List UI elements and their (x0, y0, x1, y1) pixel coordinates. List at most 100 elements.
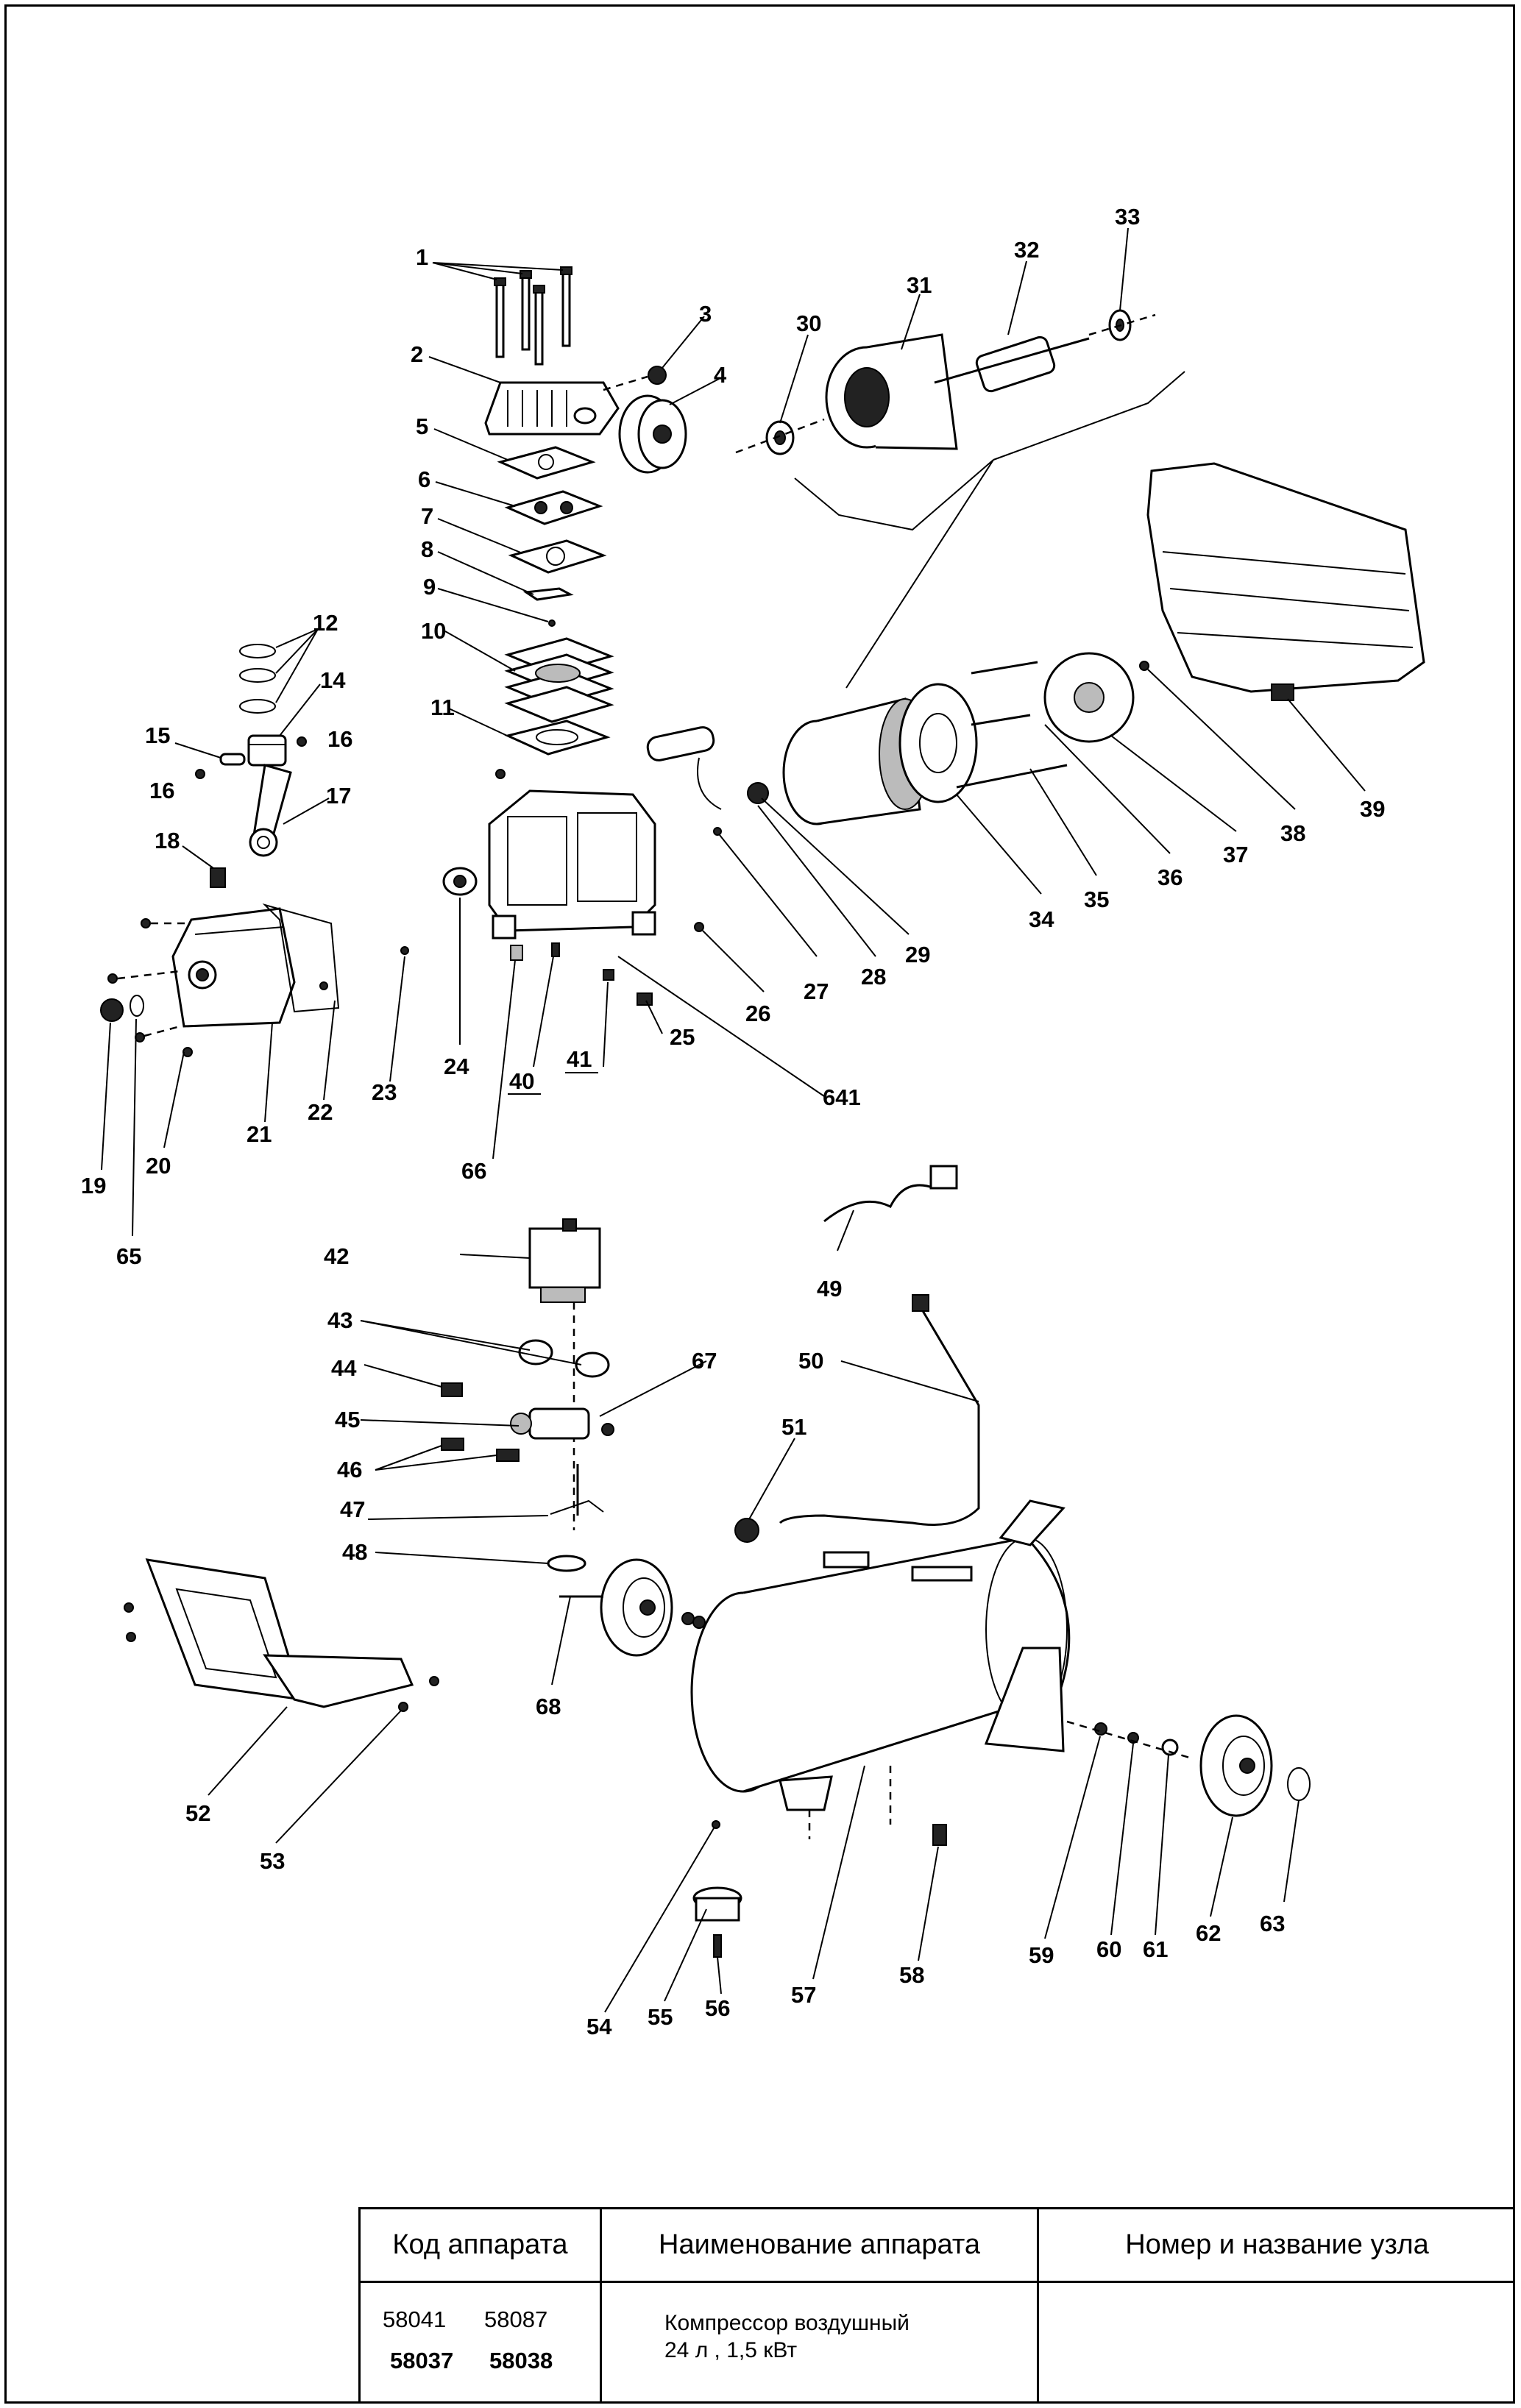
piston-pin (195, 736, 307, 779)
callout-22: 22 (308, 1099, 333, 1125)
callout-53: 53 (260, 1848, 285, 1874)
pressure-switch (528, 1218, 601, 1303)
callout-30: 30 (796, 310, 821, 336)
rear-wheel-group (1066, 1714, 1311, 1817)
wheel-fasteners-front (681, 1612, 706, 1629)
device-spec: 24 л , 1,5 кВт (664, 2338, 798, 2362)
fan (1043, 652, 1135, 743)
callout-28: 28 (861, 964, 886, 990)
callout-42: 42 (324, 1243, 349, 1269)
air-filter (618, 394, 687, 474)
cover-screws (107, 918, 193, 1057)
callout-14: 14 (320, 667, 346, 693)
callout-62: 62 (1196, 1920, 1221, 1946)
callout-25: 25 (670, 1024, 695, 1050)
piston (247, 734, 287, 767)
node-column: Номер и название узла (1039, 2209, 1515, 2404)
callout-41: 41 (567, 1046, 592, 1072)
callout-5: 5 (416, 413, 428, 439)
callout-31: 31 (907, 272, 932, 298)
bearings (735, 309, 1156, 455)
callout-50: 50 (798, 1348, 823, 1374)
callout-33: 33 (1115, 204, 1140, 230)
motor-washer (747, 782, 769, 804)
crankcase-cover (171, 907, 296, 1028)
code-58037: 58037 (390, 2348, 454, 2373)
callout-7: 7 (421, 503, 433, 529)
callout-29: 29 (905, 942, 930, 967)
callout-61: 61 (1143, 1936, 1168, 1962)
callout-37: 37 (1223, 842, 1248, 867)
callout-labels: 1 2 3 4 5 6 7 8 9 10 11 12 14 15 16 16 1… (81, 204, 1385, 2039)
tank (690, 1499, 1071, 1811)
code-58041: 58041 (383, 2306, 447, 2332)
cylinder-gasket (504, 720, 611, 756)
stator (825, 333, 958, 450)
bolts-assembly (494, 266, 572, 366)
callout-16-right: 16 (327, 726, 352, 752)
manifold (441, 1382, 614, 1516)
callout-21: 21 (247, 1121, 272, 1147)
callout-8: 8 (421, 536, 433, 562)
cylinder (504, 637, 614, 723)
callout-40: 40 (509, 1068, 534, 1094)
leader-lines (101, 227, 1366, 2013)
callout-3: 3 (699, 301, 712, 327)
tie-rods (956, 661, 1068, 789)
callout-27: 27 (804, 979, 829, 1004)
crankshaft-seal (442, 867, 478, 896)
callout-35: 35 (1084, 887, 1109, 912)
callout-1: 1 (416, 244, 428, 270)
gaskets-and-valve-plate (497, 446, 607, 627)
discharge-pipe (734, 1294, 980, 1543)
callout-49: 49 (817, 1276, 842, 1301)
drawing-sheet (4, 4, 1515, 2404)
cover-gasket (262, 903, 340, 1013)
callout-46: 46 (337, 1457, 362, 1482)
handle (124, 1558, 439, 1712)
callout-20: 20 (146, 1153, 171, 1179)
callout-11: 11 (430, 695, 455, 720)
callout-2: 2 (411, 341, 423, 367)
code-column: Код аппарата 58041 58087 58037 58038 (361, 2209, 602, 2404)
callout-45: 45 (335, 1407, 360, 1432)
node-value (1039, 2283, 1515, 2406)
callout-19: 19 (81, 1173, 106, 1198)
name-column: Наименование аппарата Компрессор воздушн… (602, 2209, 1039, 2404)
callout-9: 9 (423, 574, 436, 600)
callout-66: 66 (461, 1158, 486, 1184)
motor-detail-bracket (794, 371, 1185, 689)
callout-48: 48 (342, 1539, 367, 1565)
callout-54: 54 (586, 2014, 612, 2039)
connecting-rod (249, 764, 292, 857)
callout-38: 38 (1280, 820, 1305, 846)
callout-26: 26 (745, 1001, 770, 1026)
callout-32: 32 (1014, 237, 1039, 263)
title-block: Код аппарата 58041 58087 58037 58038 Наи… (358, 2207, 1515, 2404)
callout-6: 6 (418, 466, 430, 492)
cylinder-head (484, 381, 620, 436)
callout-16-left: 16 (149, 778, 174, 803)
rotor (934, 335, 1090, 393)
callout-641: 641 (823, 1084, 861, 1110)
callout-67: 67 (692, 1348, 717, 1374)
crankcase (488, 789, 656, 940)
callout-56: 56 (705, 1995, 730, 2021)
breather (210, 867, 226, 888)
piston-rings (239, 644, 276, 714)
callout-34: 34 (1029, 906, 1054, 932)
callout-18: 18 (155, 828, 180, 853)
callout-57: 57 (791, 1982, 816, 2008)
name-header: Наименование аппарата (602, 2209, 1037, 2283)
crankcase-fasteners (400, 769, 722, 1006)
callout-39: 39 (1360, 796, 1385, 822)
callout-24: 24 (444, 1054, 469, 1079)
front-wheel (559, 1558, 673, 1657)
callout-60: 60 (1096, 1936, 1121, 1962)
callout-58: 58 (899, 1962, 924, 1988)
callout-47: 47 (340, 1496, 365, 1522)
callout-4: 4 (714, 362, 727, 388)
callout-23: 23 (372, 1079, 397, 1105)
callout-55: 55 (648, 2004, 673, 2030)
